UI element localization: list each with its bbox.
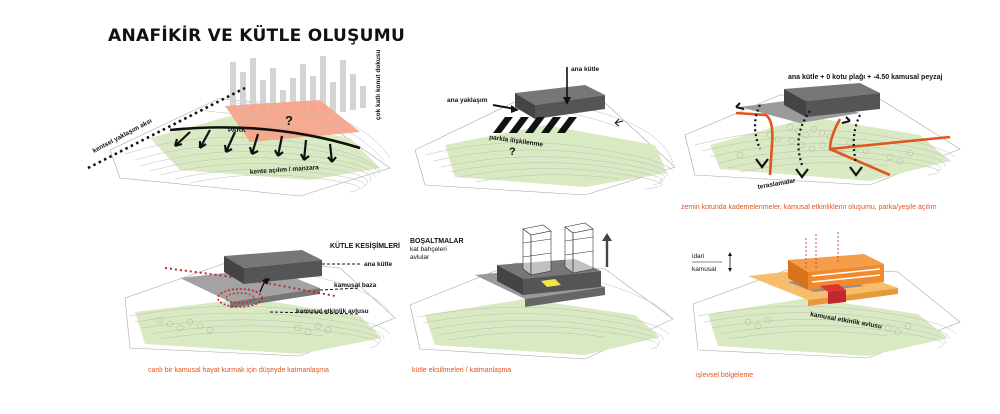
green-park-zone [150, 116, 380, 180]
park-label: PARK [228, 127, 246, 134]
public-label: kamusal [692, 266, 717, 273]
park-arc [169, 126, 361, 150]
wireframe-towers [522, 222, 594, 276]
mass-label: ana kütle [571, 66, 600, 73]
view-arrows [173, 129, 337, 163]
panel5-sub1: kat bahçeleri [410, 246, 447, 253]
panel5-heading: BOŞALTMALAR [410, 238, 464, 245]
building-texture [230, 56, 366, 114]
crosswalk-stripes [493, 117, 577, 133]
panel4-caption: canlı bir kamusal hayat kurmak için düşe… [148, 367, 329, 374]
diagram-panel-4: KÜTLE KESİŞİMLERİ ana kütle kamusal baza… [124, 241, 400, 357]
diagram-panel-2: ana kütle ana yaklaşım parkla ilişkilenm… [414, 66, 676, 196]
diagram-panel-5: BOŞALTMALAR kat bahçeleri avlular [409, 222, 674, 360]
approach-label: ana yaklaşım [447, 97, 488, 104]
panel4-heading: KÜTLE KESİŞİMLERİ [330, 241, 400, 250]
panel5-sub2: avlular [410, 254, 430, 261]
site-zone [225, 100, 360, 142]
chevron-arrows [755, 158, 863, 179]
panel3-caption: zemin kotunda kademelenmeler, kamusal et… [681, 204, 937, 211]
texture-label: çok katlı konut dokusu [375, 50, 382, 120]
green-park-zone [445, 125, 667, 187]
diagram-panel-1: ? kentsel yaklaşım aksı çok katlı konut … [87, 50, 391, 197]
dotted-arrows [753, 104, 861, 166]
panel6-caption: işlevsel bölgeleme [696, 372, 754, 379]
trees [156, 316, 332, 336]
axis-label: kentsel yaklaşım aksı [92, 117, 154, 154]
trees [744, 316, 912, 336]
main-mass [523, 271, 601, 295]
main-mass [806, 93, 880, 117]
red-block [828, 290, 846, 304]
diagram-panel-6: idari kamusal kamusal etkinlik avlusu [692, 232, 961, 359]
courtyard-yellow [541, 279, 561, 287]
base-label: kamusal baza [334, 282, 377, 289]
green-park-zone [425, 299, 660, 355]
main-mass [244, 260, 322, 284]
panel3-heading: ana kütle + 0 kotu plağı + -4.50 kamusal… [788, 74, 943, 81]
admin-label: idari [692, 253, 704, 260]
mass-label: ana kütle [364, 261, 393, 268]
panel5-caption: kütle eksiltmeleri / katmanlaşma [412, 367, 512, 374]
view-label: kente açılım / manzara [250, 164, 320, 176]
question-mark: ? [509, 146, 516, 158]
courtyard-label: kamusal etkinlik avlusu [296, 308, 369, 315]
courtyard-circle [217, 288, 263, 308]
page-title: ANAFİKİR VE KÜTLE OLUŞUMU [108, 26, 406, 46]
diagram-panel-3: ana kütle + 0 kotu plağı + -4.50 kamusal… [684, 74, 961, 191]
orange-paths [735, 111, 951, 177]
main-mass [535, 95, 605, 119]
green-park-zone [708, 298, 948, 356]
question-mark: ? [285, 113, 293, 128]
